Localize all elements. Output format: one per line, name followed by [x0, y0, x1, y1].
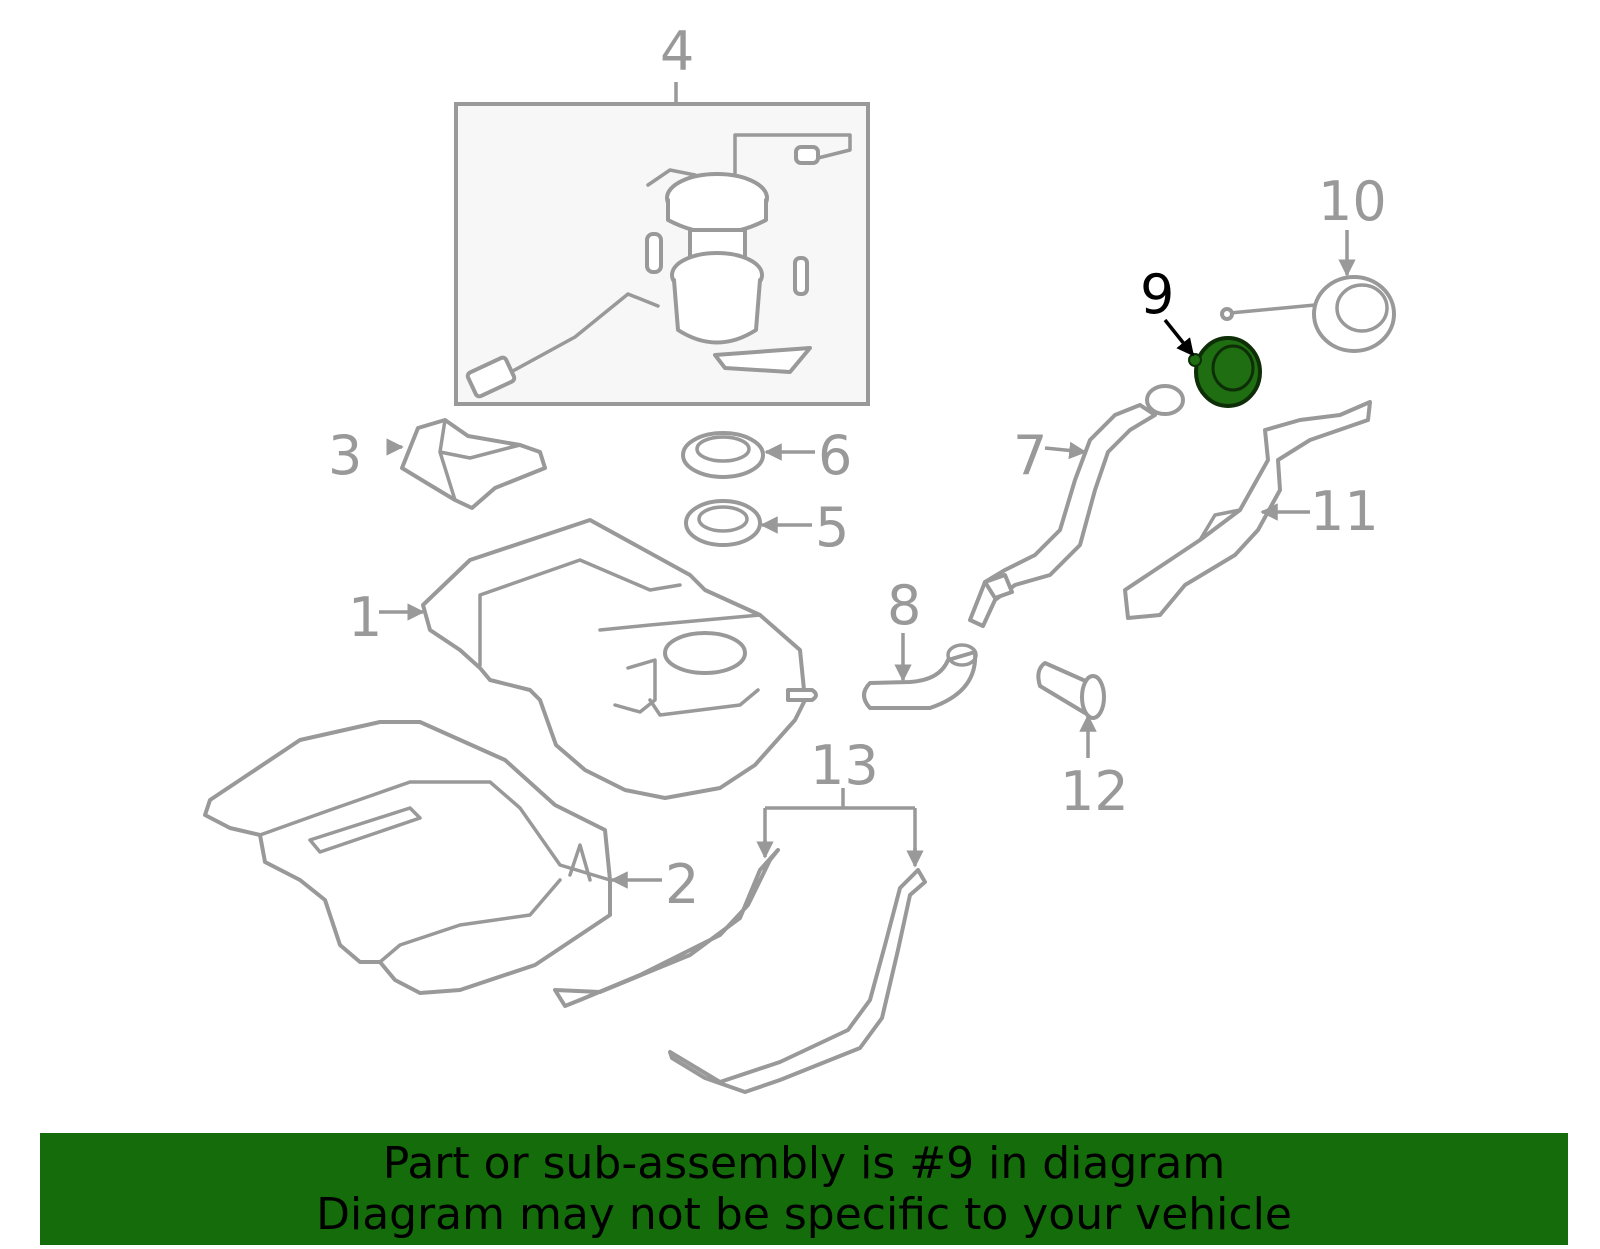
callout-12: 12: [1060, 760, 1129, 823]
callout-7: 7: [1013, 424, 1047, 487]
banner-line-disclaimer: Diagram may not be specific to your vehi…: [316, 1189, 1292, 1240]
fuel-hose[interactable]: [862, 643, 978, 710]
callout-5: 5: [815, 496, 849, 559]
heat-shield[interactable]: [203, 720, 612, 995]
fuel-door[interactable]: [1220, 275, 1396, 353]
callout-8: 8: [887, 574, 921, 637]
lock-ring[interactable]: [681, 431, 765, 479]
filler-shield[interactable]: [1123, 400, 1372, 620]
fuel-pump-assembly[interactable]: [454, 102, 870, 406]
callout-11: 11: [1310, 480, 1379, 543]
callout-1: 1: [348, 586, 382, 649]
callout-9: 9: [1140, 263, 1174, 326]
leader-lines: [379, 82, 1356, 889]
fuel-tank[interactable]: [421, 518, 818, 800]
callout-13: 13: [810, 734, 879, 797]
filler-pipe[interactable]: [968, 384, 1185, 628]
info-banner: Part or sub-assembly is #9 in diagram Di…: [40, 1133, 1568, 1245]
callout-3: 3: [328, 424, 362, 487]
bracket[interactable]: [400, 418, 547, 510]
callout-10: 10: [1318, 170, 1387, 233]
callout-4: 4: [660, 20, 694, 83]
fuel-cap-highlighted[interactable]: [1188, 336, 1262, 408]
tank-straps[interactable]: [553, 848, 927, 1094]
callout-labels: 1 2 3 4 5 6 7 8 9 10 11 12 13: [328, 20, 1387, 916]
callout-2: 2: [665, 853, 699, 916]
gasket[interactable]: [684, 499, 762, 547]
banner-line-part: Part or sub-assembly is #9 in diagram: [382, 1138, 1226, 1189]
sleeve[interactable]: [1036, 661, 1106, 720]
callout-6: 6: [818, 424, 852, 487]
